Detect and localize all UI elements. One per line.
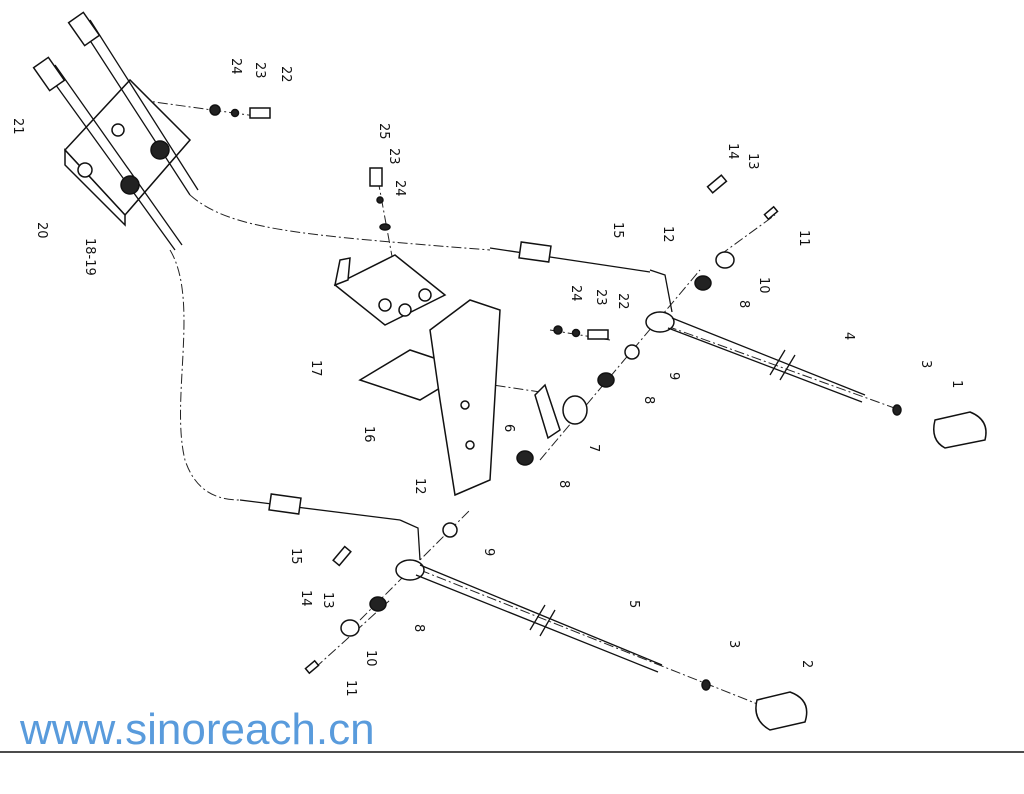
cable-path-lower: [169, 249, 241, 501]
washer-23: [230, 108, 240, 118]
screw-11b: [304, 659, 320, 675]
bolt-25: [369, 167, 383, 187]
label-20: 20: [34, 222, 49, 239]
bracket-17: [333, 254, 447, 326]
pin-14: [706, 174, 728, 194]
lock-washer-24: [209, 104, 221, 116]
knob-2: [701, 679, 808, 731]
lock-washer-24b: [379, 223, 391, 231]
label-11: 11: [343, 680, 358, 697]
label-6: 6: [501, 424, 516, 432]
label-14: 14: [725, 143, 740, 160]
center-axis-lower: [419, 569, 761, 706]
bolt-22c: [587, 329, 609, 340]
label-5: 5: [626, 600, 641, 608]
washer-10b: [340, 619, 360, 637]
label-18-19: 18-19: [82, 238, 97, 276]
label-9: 9: [666, 372, 681, 380]
label-10: 10: [756, 277, 771, 294]
label-13: 13: [320, 592, 335, 609]
label-3: 3: [918, 360, 933, 368]
lever-6: [534, 383, 588, 440]
cable-end-21b: [67, 11, 199, 196]
label-24: 24: [392, 180, 407, 197]
label-3: 3: [726, 640, 741, 648]
spacer-9: [624, 344, 640, 360]
cable-path-upper: [189, 194, 491, 251]
label-9: 9: [481, 548, 496, 556]
knob-1: [892, 404, 987, 449]
cable-15-lower: [239, 493, 401, 521]
label-24: 24: [228, 58, 243, 75]
bushing-8c: [516, 450, 534, 466]
bracket-20: [63, 78, 192, 227]
label-17: 17: [308, 360, 323, 377]
label-12: 12: [412, 478, 427, 495]
label-22: 22: [278, 66, 293, 83]
screw-11: [763, 205, 779, 221]
label-11: 11: [796, 230, 811, 247]
bushing-8d: [369, 596, 387, 612]
spacer-9b: [442, 522, 458, 538]
label-23: 23: [386, 148, 401, 165]
label-2: 2: [799, 660, 814, 668]
label-4: 4: [841, 332, 856, 340]
bushing-8b: [597, 372, 615, 388]
label-23: 23: [252, 62, 267, 79]
bolt-22: [249, 107, 271, 119]
label-23: 23: [593, 289, 608, 306]
label-16: 16: [361, 426, 376, 443]
center-axis-upper: [649, 319, 901, 411]
label-12: 12: [660, 226, 675, 243]
pin-14b: [332, 545, 352, 567]
label-7: 7: [586, 444, 601, 452]
rod-5: [395, 519, 663, 673]
cable-15-upper: [489, 241, 651, 273]
washer-23b: [376, 196, 384, 204]
label-1: 1: [949, 380, 964, 388]
fastener-axis-top: [139, 99, 271, 119]
label-8: 8: [556, 480, 571, 488]
washer-10: [715, 251, 735, 269]
label-8: 8: [736, 300, 751, 308]
label-15: 15: [288, 548, 303, 565]
lock-washer-24c: [553, 325, 563, 335]
part-labels: 21 24 23 22 20 18-19 25 23 24 14 13 11 1…: [10, 58, 964, 697]
rod-4: [645, 269, 866, 403]
watermark: www.sinoreach.cn: [19, 705, 375, 754]
bushing-8: [694, 275, 712, 291]
bracket-16: [358, 299, 501, 497]
label-8: 8: [411, 624, 426, 632]
label-13: 13: [745, 153, 760, 170]
label-22: 22: [615, 293, 630, 310]
cable-end-21: [32, 56, 183, 251]
label-25: 25: [376, 123, 391, 140]
label-10: 10: [363, 650, 378, 667]
label-21: 21: [10, 118, 25, 135]
label-24: 24: [568, 285, 583, 302]
washer-23c: [571, 328, 581, 338]
label-14: 14: [298, 590, 313, 607]
label-8: 8: [641, 396, 656, 404]
label-15: 15: [610, 222, 625, 239]
